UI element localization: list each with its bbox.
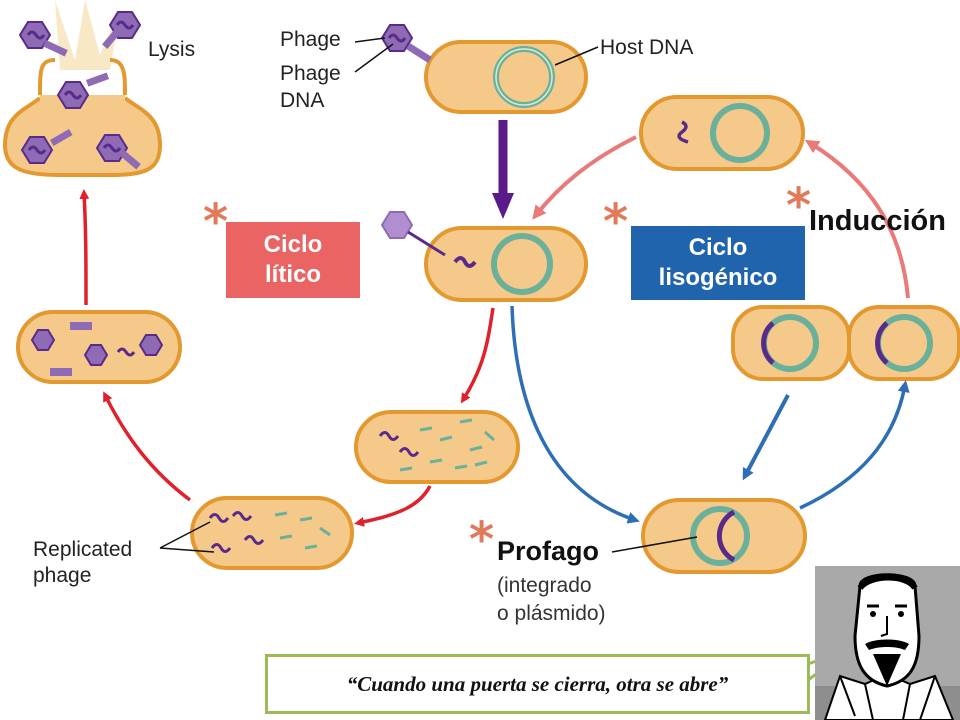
phage-particle [95, 134, 141, 170]
induccion-label: Inducción [809, 205, 946, 237]
replicated-phage-label-line2: phage [33, 564, 92, 587]
replicated-phage-label-line1: Replicated [33, 538, 133, 561]
portrait-illustration [815, 566, 960, 720]
ciclo-lisogenico-line2: lisogénico [658, 264, 778, 291]
cell-assembled-phages [16, 310, 182, 384]
profago-sub-line1: (integrado [497, 574, 592, 597]
ciclo-litico-line2: lítico [264, 261, 321, 288]
lytic-arrow [103, 391, 192, 502]
host-cell-injected [424, 226, 588, 302]
asterisk-profago: * [469, 512, 495, 568]
cell-replicated-phage [190, 496, 354, 570]
lysogenic-arrow [742, 394, 790, 481]
phage-particle [56, 72, 110, 109]
dividing-cells [731, 305, 960, 381]
asterisk-lisogenico: * [603, 194, 629, 250]
lysis-burst [55, 0, 120, 70]
induction-arrow [532, 135, 637, 220]
lysogenic-arrow [510, 305, 640, 524]
phage-label: Phage [280, 28, 341, 51]
lysogenic-arrow [799, 380, 910, 510]
profago-label: Profago [497, 536, 600, 566]
host-cell-infection [424, 40, 588, 114]
cell-replicating-dna [354, 410, 520, 484]
host-dna-label: Host DNA [600, 36, 694, 59]
induction-arrow [804, 139, 910, 299]
asterisk-induccion: * [786, 178, 812, 234]
cell-excised-prophage [639, 95, 805, 171]
ciclo-litico-box: Ciclo lítico [226, 222, 360, 298]
ciclo-litico-line1: Ciclo [263, 231, 323, 258]
lytic-arrow [354, 485, 432, 527]
profago-sub-line2: o plásmido) [497, 602, 606, 625]
phage-dna-label-line1: Phage [280, 62, 341, 85]
phage-particle [380, 24, 432, 63]
asterisk-litico: * [203, 194, 229, 250]
ciclo-lisogenico-box: Ciclo lisogénico [631, 226, 805, 300]
phage-particle [102, 11, 142, 49]
ciclo-lisogenico-line1: Ciclo [688, 234, 748, 261]
phage-particle [20, 129, 73, 164]
lytic-arrow [460, 307, 495, 404]
cell-prophage [641, 498, 807, 574]
phage-particle [380, 211, 446, 257]
quote-box: “Cuando una puerta se cierra, otra se ab… [265, 654, 810, 714]
lysis-label: Lysis [148, 38, 196, 61]
phage-particle [18, 21, 68, 57]
phage-dna-label-line2: DNA [280, 89, 325, 112]
lytic-arrow [79, 189, 90, 306]
